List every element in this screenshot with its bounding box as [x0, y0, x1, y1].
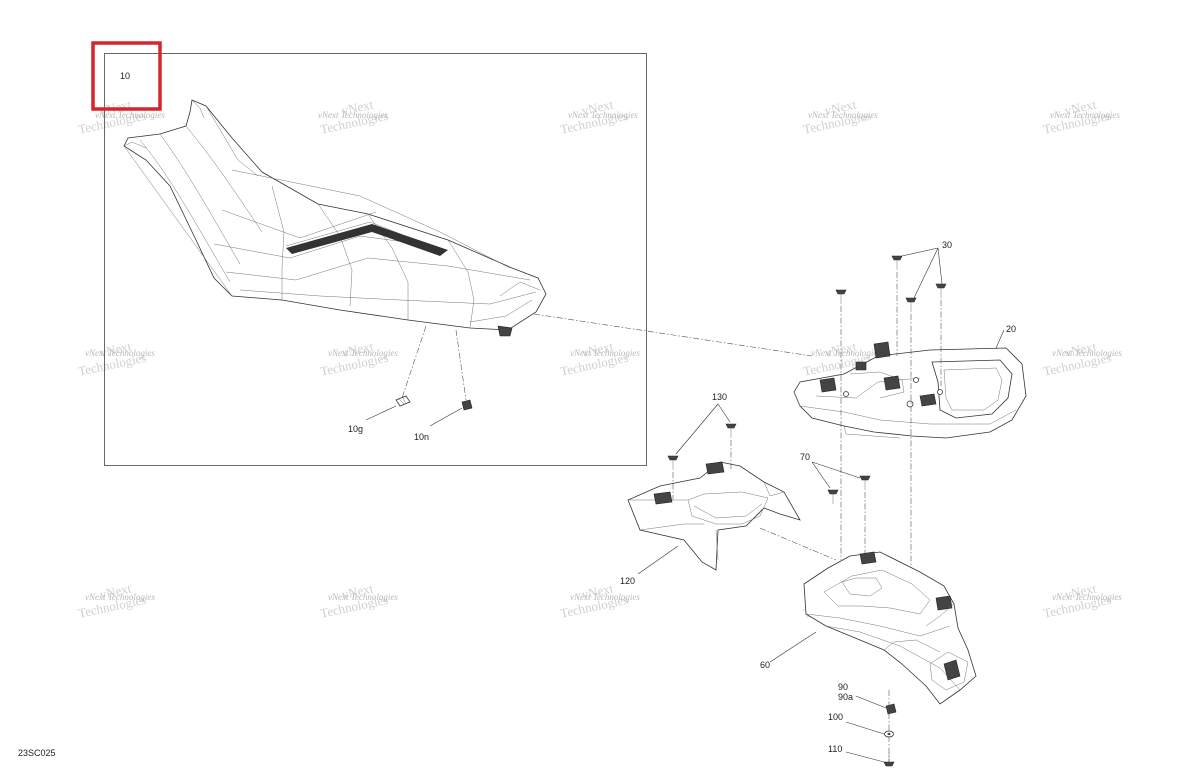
seat-part[interactable] [123, 99, 547, 337]
watermark-text: vNext [580, 581, 615, 602]
callout-130[interactable]: 130 [712, 392, 727, 402]
callout-90a[interactable]: 90a [838, 692, 853, 702]
watermark-text: vNext [580, 97, 615, 118]
clip-10g-part[interactable] [395, 395, 411, 407]
seat-to-rack-dash-line [533, 313, 813, 357]
watermark-text: vNext [340, 97, 375, 118]
leader-line [365, 405, 397, 421]
screw-30-part[interactable] [835, 255, 947, 312]
support-120-part[interactable] [627, 461, 801, 571]
watermark-text: vNext Technologies [808, 110, 878, 120]
watermark-text: vNext [823, 339, 858, 360]
leader-line [901, 247, 943, 299]
watermark-text: vNext [1063, 339, 1098, 360]
screw-70-part[interactable] [827, 475, 871, 504]
callout-100[interactable]: 100 [828, 712, 843, 722]
screw-130-part[interactable] [667, 423, 737, 470]
watermark-text: vNext Technologies [570, 348, 640, 358]
leader-line [675, 403, 731, 455]
leader-line [845, 751, 885, 763]
callout-20[interactable]: 20 [1006, 324, 1016, 334]
leader-line [769, 631, 817, 663]
watermark-text: vNext Technologies [85, 348, 155, 358]
leader-line [845, 721, 885, 735]
watermark-text: vNext Technologies [1052, 348, 1122, 358]
support-dash-line [759, 527, 837, 561]
watermark-text: vNext Technologies [811, 348, 881, 358]
watermark-text: vNext Technologies [85, 592, 155, 602]
leader-line [995, 329, 1005, 349]
seat-assembly-frame [104, 53, 647, 466]
watermark-text: vNext Technologies [1052, 592, 1122, 602]
callout-10n[interactable]: 10n [414, 432, 429, 442]
watermark-text: vNext [98, 97, 133, 118]
watermark-text: vNext Technologies [328, 592, 398, 602]
nut-10n-part[interactable] [461, 399, 473, 411]
watermark-text: vNext [1063, 581, 1098, 602]
watermark-text: vNext Technologies [568, 110, 638, 120]
watermark-text: vNext [580, 339, 615, 360]
tail-bracket-60-part[interactable] [803, 551, 977, 705]
watermark-text: vNext Technologies [95, 110, 165, 120]
callout-120[interactable]: 120 [620, 576, 635, 586]
watermark-text: vNext Technologies [1050, 110, 1120, 120]
callout-10[interactable]: 10 [120, 71, 130, 81]
leader-line [811, 461, 861, 489]
nut-90-part[interactable] [885, 703, 897, 715]
callout-30[interactable]: 30 [942, 240, 952, 250]
callout-110[interactable]: 110 [828, 744, 842, 754]
leader-line [637, 545, 679, 575]
watermark-text: vNext [1063, 97, 1098, 118]
seat-dash-line [455, 329, 467, 401]
watermark-text: vNext Technologies [328, 348, 398, 358]
diagram-id: 23SC025 [18, 748, 56, 758]
callout-10g[interactable]: 10g [348, 424, 363, 434]
watermark-text: vNext [98, 581, 133, 602]
highlighted-callout-box[interactable] [91, 41, 162, 111]
watermark-text: vNext [340, 339, 375, 360]
watermark-text: vNext [823, 97, 858, 118]
rack-part[interactable] [793, 341, 1027, 439]
leader-line [855, 695, 887, 709]
watermark-text: vNext Technologies [570, 592, 640, 602]
callout-60[interactable]: 60 [760, 660, 770, 670]
leader-line [429, 407, 463, 427]
watermark-text: vNext [98, 339, 133, 360]
callout-70[interactable]: 70 [800, 452, 810, 462]
callout-90[interactable]: 90 [838, 682, 848, 692]
seat-dash-line [401, 325, 427, 399]
watermark-text: vNext [340, 581, 375, 602]
watermark-text: vNext Technologies [318, 110, 388, 120]
